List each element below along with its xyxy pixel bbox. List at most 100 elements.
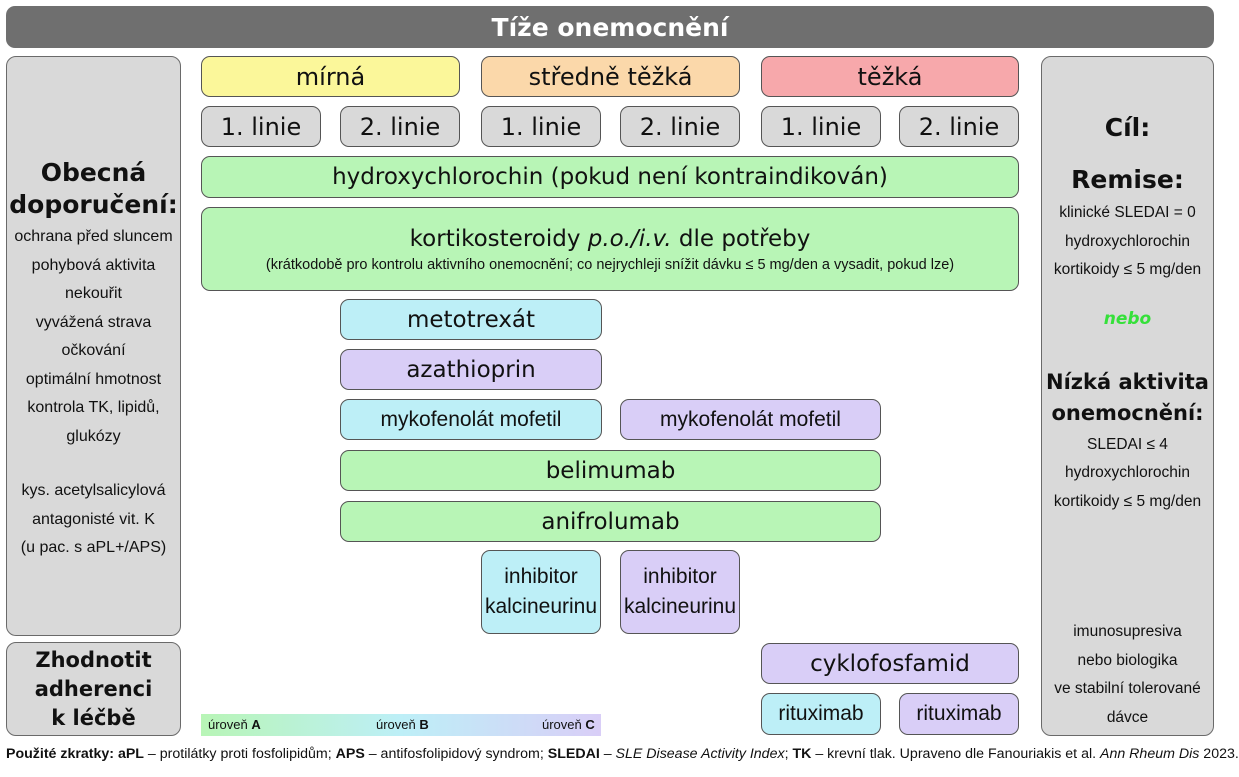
belimumab-bar: belimumab bbox=[340, 450, 881, 491]
footer-bold: APS bbox=[335, 746, 365, 762]
therapy-line-box: 2. linie bbox=[340, 106, 460, 147]
general-item: kys. acetylsalicylová bbox=[21, 482, 166, 499]
therapy-line-label: 1. linie bbox=[220, 112, 302, 141]
adherence-panel: Zhodnotit adherenci k léčbě bbox=[6, 642, 181, 736]
general-title-line1: Obecná bbox=[40, 158, 147, 187]
footer-bold: Použité zkratky: aPL bbox=[6, 746, 144, 762]
immuno-item: imunosupresiva bbox=[1073, 623, 1182, 640]
immuno-item: nebo biologika bbox=[1077, 651, 1178, 669]
footer-italic: Ann Rheum Dis bbox=[1100, 746, 1200, 762]
therapy-line-label: 2. linie bbox=[918, 112, 1000, 141]
general-item: kontrola TK, lipidů, bbox=[27, 399, 160, 416]
footer-italic: SLE Disease Activity Index bbox=[615, 746, 785, 762]
adherence-line2: adherenci bbox=[34, 676, 153, 701]
severity-mild: mírná bbox=[201, 56, 460, 97]
footer-text: ; bbox=[784, 746, 793, 762]
drug-label: inhibitor bbox=[504, 565, 578, 588]
cyclophosphamide-box: cyklofosfamid bbox=[761, 643, 1019, 684]
therapy-line-box: 2. linie bbox=[620, 106, 740, 147]
drug-label: mykofenolát mofetil bbox=[660, 407, 841, 431]
drug-label: rituximab bbox=[916, 702, 1002, 725]
low-activity-item: SLEDAI ≤ 4 bbox=[1087, 435, 1168, 453]
drug-label-suffix: dle potřeby bbox=[671, 226, 811, 252]
low-activity-title-line2: onemocnění: bbox=[1051, 400, 1204, 425]
legend-level-a: A bbox=[251, 717, 261, 732]
azathioprine-box: azathioprin bbox=[340, 349, 602, 390]
anifrolumab-bar: anifrolumab bbox=[340, 501, 881, 542]
drug-label: anifrolumab bbox=[541, 508, 680, 535]
severity-label: středně těžká bbox=[528, 62, 693, 91]
mycophenolate-box-a: mykofenolát mofetil bbox=[340, 399, 602, 440]
remission-item: klinické SLEDAI = 0 bbox=[1059, 204, 1196, 221]
legend-level-c: C bbox=[585, 717, 595, 732]
drug-label: kortikosteroidy bbox=[409, 226, 588, 252]
therapy-line-box: 1. linie bbox=[201, 106, 321, 147]
drug-label: cyklofosfamid bbox=[810, 650, 970, 677]
footer-bold: TK bbox=[792, 746, 812, 762]
therapy-line-box: 2. linie bbox=[899, 106, 1019, 147]
calcineurin-inhibitor-box-a: inhibitor kalcineurinu bbox=[481, 550, 601, 634]
methotrexate-box: metotrexát bbox=[340, 299, 602, 340]
legend-prefix: úroveň bbox=[208, 717, 252, 732]
severity-severe: těžká bbox=[761, 56, 1019, 97]
remission-item: kortikoidy ≤ 5 mg/den bbox=[1053, 261, 1202, 278]
rituximab-box-b: rituximab bbox=[899, 693, 1019, 735]
therapy-line-label: 1. linie bbox=[780, 112, 862, 141]
severity-label: těžká bbox=[857, 62, 923, 91]
general-item: pohybová aktivita bbox=[31, 256, 156, 274]
therapy-line-box: 1. linie bbox=[761, 106, 881, 147]
severity-moderate: středně těžká bbox=[481, 56, 740, 97]
general-item: glukózy bbox=[66, 427, 121, 445]
mycophenolate-box-b: mykofenolát mofetil bbox=[620, 399, 881, 440]
legend-prefix: úroveň bbox=[542, 717, 586, 732]
footer-abbreviations: Použité zkratky: aPL – protilátky proti … bbox=[6, 744, 1239, 764]
general-item: optimální hmotnost bbox=[25, 370, 162, 388]
general-item: (u pac. s aPL+/APS) bbox=[20, 539, 167, 556]
adherence-line3: k léčbě bbox=[51, 705, 136, 730]
general-recommendations-panel: Obecná doporučení: ochrana před sluncem … bbox=[6, 56, 181, 636]
corticosteroids-note: (krátkodobě pro kontrolu aktivního onemo… bbox=[265, 257, 955, 273]
footer-text: – antifosfolipidový syndrom; bbox=[364, 746, 548, 762]
general-title-line2: doporučení: bbox=[9, 190, 178, 219]
drug-label: metotrexát bbox=[406, 306, 536, 333]
general-item: nekouřit bbox=[65, 285, 122, 302]
footer-text: – krevní tlak. Upraveno dle Fanouriakis … bbox=[811, 746, 1100, 762]
general-item: antagonisté vit. K bbox=[32, 510, 155, 528]
evidence-level-legend: úroveň A úroveň B úroveň C bbox=[201, 714, 601, 736]
therapy-line-label: 2. linie bbox=[359, 112, 441, 141]
immuno-item: dávce bbox=[1106, 708, 1149, 726]
goal-title: Cíl: bbox=[1104, 113, 1151, 142]
footer-bold: SLEDAI bbox=[547, 746, 600, 762]
goal-panel: Cíl: Remise: klinické SLEDAI = 0 hydroxy… bbox=[1041, 56, 1214, 736]
drug-label: kalcineurinu bbox=[484, 595, 598, 618]
hydroxychloroquine-bar: hydroxychlorochin (pokud není kontraindi… bbox=[201, 156, 1019, 198]
drug-label: mykofenolát mofetil bbox=[380, 407, 562, 431]
general-item: očkování bbox=[61, 342, 126, 359]
therapy-line-label: 1. linie bbox=[500, 112, 582, 141]
drug-label: belimumab bbox=[545, 457, 676, 484]
drug-label: rituximab bbox=[778, 702, 864, 725]
low-activity-item: hydroxychlorochin bbox=[1065, 464, 1190, 481]
header-title: Tíže onemocnění bbox=[491, 12, 729, 42]
corticosteroids-bar: kortikosteroidy p.o./i.v. dle potřeby (k… bbox=[201, 207, 1019, 291]
legend-level-b: B bbox=[419, 717, 429, 732]
or-label: nebo bbox=[1103, 308, 1152, 329]
remission-title: Remise: bbox=[1071, 165, 1184, 194]
footer-text: – protilátky proti fosfolipidům; bbox=[143, 746, 336, 762]
drug-label: inhibitor bbox=[643, 565, 717, 588]
remission-item: hydroxychlorochin bbox=[1065, 232, 1190, 250]
severity-header-bar: Tíže onemocnění bbox=[6, 6, 1214, 48]
drug-label: azathioprin bbox=[406, 356, 536, 383]
low-activity-item: kortikoidy ≤ 5 mg/den bbox=[1053, 492, 1202, 510]
drug-label: kalcineurinu bbox=[623, 595, 737, 618]
adherence-line1: Zhodnotit bbox=[35, 647, 152, 672]
therapy-line-label: 2. linie bbox=[639, 112, 721, 141]
low-activity-title-line1: Nízká aktivita bbox=[1046, 369, 1209, 394]
immuno-item: ve stabilní tolerované bbox=[1054, 680, 1201, 697]
rituximab-box-a: rituximab bbox=[761, 693, 881, 735]
calcineurin-inhibitor-box-b: inhibitor kalcineurinu bbox=[620, 550, 740, 634]
general-item: ochrana před sluncem bbox=[14, 228, 173, 245]
therapy-line-box: 1. linie bbox=[481, 106, 601, 147]
footer-text: – bbox=[599, 746, 616, 762]
drug-label: hydroxychlorochin (pokud není kontraindi… bbox=[332, 164, 888, 190]
